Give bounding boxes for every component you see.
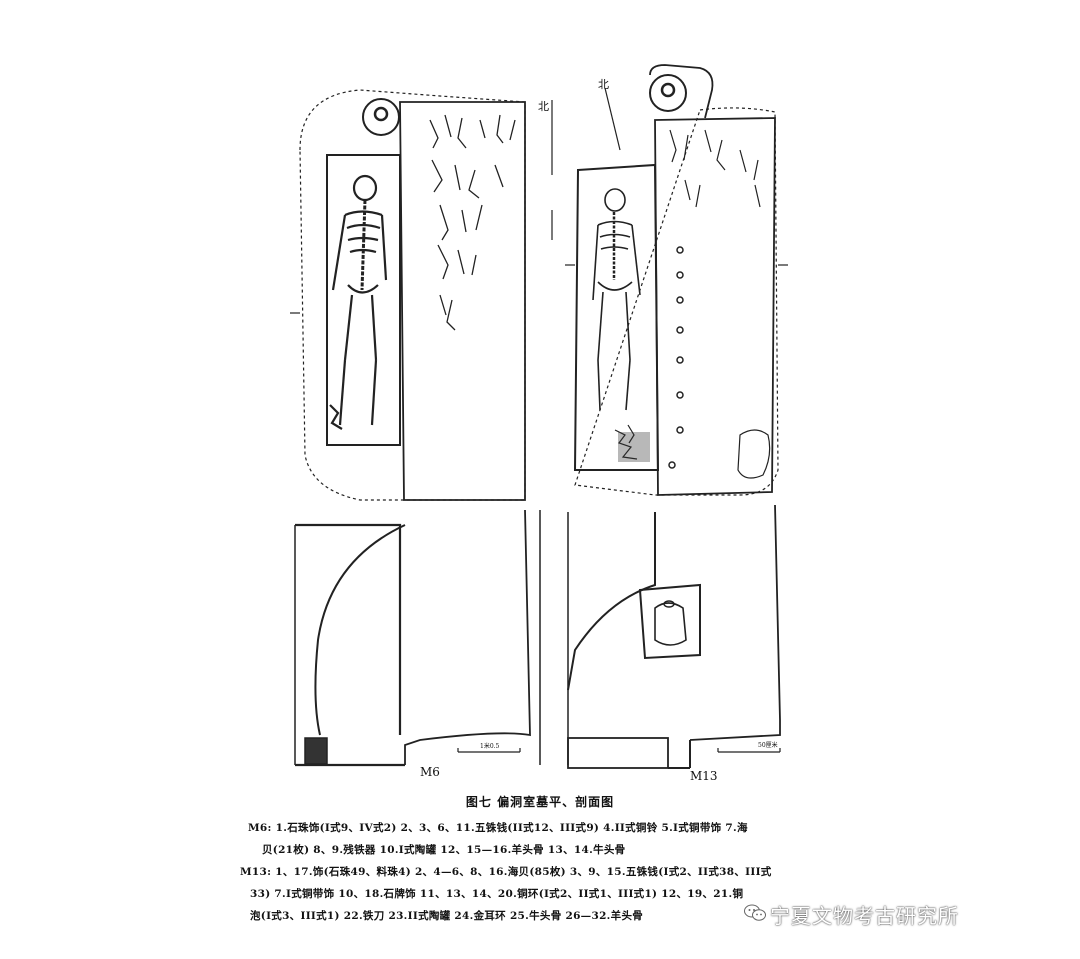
- m6-north-label: 北: [538, 100, 549, 113]
- m13-grave-goods: [614, 129, 771, 479]
- wechat-icon: [744, 904, 766, 921]
- m13-plan: [565, 64, 788, 496]
- m13-north-label: 北: [598, 78, 609, 91]
- watermark-text: 宁夏文物考古研究所: [770, 904, 959, 928]
- m13-section: [567, 504, 781, 769]
- figure-caption-title: 图七 偏洞室墓平、剖面图: [465, 795, 615, 809]
- m6-grave-goods: [429, 114, 516, 331]
- m6-section-label: M6: [420, 765, 440, 779]
- m6-scale-label: 1米0.5: [480, 742, 500, 750]
- m6-skeleton: [329, 174, 388, 430]
- caption-m6-line2: 贝(21枚) 8、9.残铁器 10.I式陶罐 12、15—16.羊头骨 13、1…: [262, 844, 626, 856]
- m6-plan: [290, 89, 553, 501]
- caption-m13-line3: 泡(I式3、III式1) 22.铁刀 23.II式陶罐 24.金耳环 25.牛头…: [250, 910, 644, 922]
- caption-m13-line1: M13: 1、17.饰(石珠49、料珠4) 2、4—6、8、16.海贝(85枚)…: [240, 866, 772, 878]
- caption-m13-line2: 33) 7.I式铜带饰 10、18.石牌饰 11、13、14、20.铜环(I式2…: [250, 888, 744, 900]
- caption-m6-line1: M6: 1.石珠饰(I式9、IV式2) 2、3、6、11.五铢钱(II式12、I…: [248, 822, 748, 834]
- m13-scale-label: 50厘米: [758, 741, 778, 749]
- m6-section: [294, 509, 541, 767]
- m13-skeleton: [592, 188, 641, 411]
- m13-section-label: M13: [690, 769, 718, 783]
